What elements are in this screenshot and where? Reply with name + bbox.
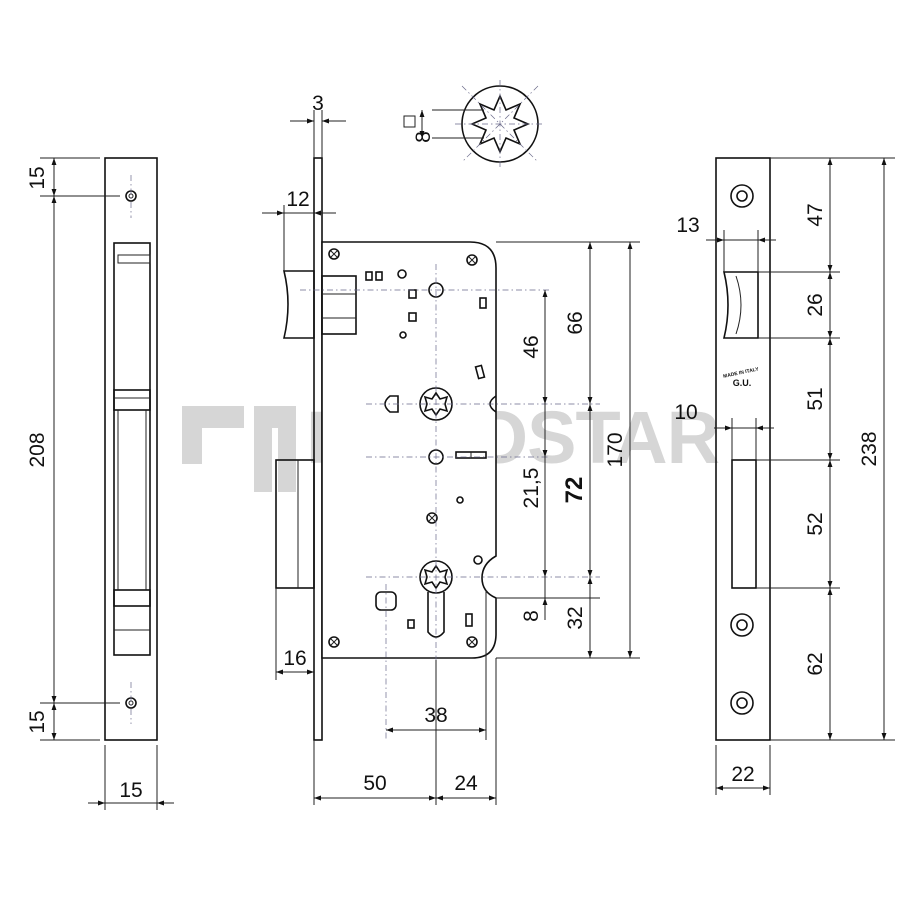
latch-bolt-body	[321, 275, 357, 335]
side-view-dimensions: 3 12 16 50 24 38 46 66 21,5 72 170	[262, 92, 640, 805]
dim-spindle-gap: 21,5	[520, 468, 543, 509]
watermark-logo-icon	[182, 406, 296, 492]
dim-backset: 50	[363, 772, 386, 795]
faceplate-outline	[715, 157, 771, 741]
cylinder-cutout	[427, 592, 445, 638]
screw-icon	[328, 636, 340, 648]
faceplate-dimensions: 47 26 51 52 62 238 13 10 22	[674, 157, 895, 795]
dead-bolt	[275, 459, 315, 589]
faceplate-bolt-opening	[731, 459, 757, 589]
dim-cylinder-to-bottom: 32	[564, 606, 587, 629]
screw-icon	[426, 512, 438, 524]
dim-spindle-from-top: 46	[520, 335, 543, 358]
made-in-italy-stamp: MADE IN ITALY G.U.	[723, 366, 760, 388]
dim-spindle-square: 8	[412, 131, 435, 143]
dim-cylinder-offset: 8	[520, 610, 543, 622]
lock-side-view	[275, 157, 600, 741]
dim-spindle-to-cylinder: 38	[424, 704, 447, 727]
front-plate-dimensions: 15 208 15 15	[26, 157, 174, 810]
case-screws	[328, 248, 478, 648]
dim-plate-thickness: 3	[312, 92, 324, 115]
square-symbol-icon	[403, 115, 416, 128]
dim-bolt-height: 52	[804, 512, 827, 535]
dim-latch-projection: 12	[286, 188, 309, 211]
dim-plate-top-offset: 15	[26, 166, 49, 189]
latch-block	[113, 389, 151, 411]
dim-bolt-width: 10	[674, 401, 697, 424]
dim-bolt-offset: 16	[283, 647, 306, 670]
screw-icon	[466, 636, 478, 648]
dim-latch-to-bolt: 51	[804, 387, 827, 410]
stamp-line2: G.U.	[733, 378, 752, 388]
screw-icon	[466, 254, 478, 266]
dim-latch-from-top: 66	[564, 311, 587, 334]
latch-bolt-head	[282, 270, 315, 339]
dim-bolt-to-bottom: 62	[804, 652, 827, 675]
faceplate-screw-top	[730, 184, 754, 208]
latch-bolt-slot	[113, 242, 151, 656]
front-plate-view	[104, 157, 158, 741]
dim-plate-height: 208	[26, 432, 49, 467]
dim-plate-width: 22	[731, 763, 754, 786]
dim-edge-to-center: 24	[454, 772, 478, 795]
bolt-block	[113, 589, 151, 607]
faceplate-latch-opening	[722, 271, 759, 339]
dim-latch-width: 13	[676, 214, 699, 237]
front-plate-outline	[104, 157, 158, 741]
dim-plate-bottom-offset: 15	[26, 710, 49, 733]
faceplate-screw-middle	[730, 613, 754, 637]
dim-top-to-latch: 47	[804, 203, 827, 226]
screw-icon	[328, 248, 340, 260]
faceplate-screw-bottom	[730, 691, 754, 715]
dim-latch-height: 26	[804, 293, 827, 316]
dim-plate-width: 15	[119, 779, 142, 802]
dim-total-height: 238	[858, 431, 881, 466]
dim-center-distance: 72	[561, 477, 588, 504]
dim-total-case: 170	[604, 432, 627, 467]
spindle-detail: 8	[403, 80, 545, 168]
lock-case-body	[321, 241, 497, 659]
